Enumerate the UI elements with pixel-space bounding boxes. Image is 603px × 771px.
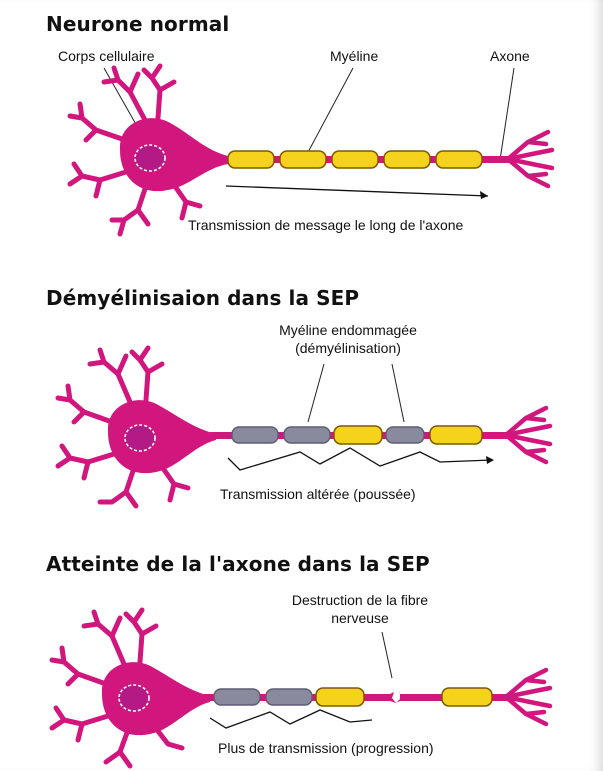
- myelin-segment: [334, 426, 382, 444]
- label-transmission-normal: Transmission de message le long de l'axo…: [188, 217, 463, 234]
- myelin-segment: [228, 151, 274, 168]
- neuron-demyelinated: [58, 348, 550, 506]
- nucleus-normal: [135, 145, 165, 171]
- label-transmission-altered: Transmission altérée (poussée): [220, 486, 416, 503]
- myelin-segment: [442, 688, 492, 706]
- myelin-segment: [430, 426, 482, 444]
- leader-axon: [500, 68, 514, 160]
- neuron-axon-damage-illustration: [0, 540, 603, 771]
- myelin-segment: [436, 151, 482, 168]
- myelin-segment: [332, 151, 378, 168]
- signal-altered: [228, 448, 494, 470]
- myelin-damaged-segment: [232, 427, 278, 443]
- label-transmission-none: Plus de transmission (progression): [218, 740, 434, 757]
- signal-arrow-normal: [226, 186, 488, 199]
- axon-terminals-axon-damage: [506, 670, 550, 724]
- leader-damaged-right: [392, 364, 404, 422]
- panel-demyelination: Démyélinisaion dans la SEP Myéline endom…: [0, 270, 603, 520]
- leader-destruction: [382, 632, 392, 678]
- myelin-segment: [280, 151, 326, 168]
- neuron-demyelinated-illustration: [0, 270, 603, 520]
- axon-break-distal: [396, 690, 402, 703]
- myelin-damaged-segment: [214, 689, 260, 705]
- signal-none: [210, 710, 372, 728]
- axon-break-proximal: [390, 692, 396, 703]
- cell-body-demyelinated: [108, 400, 216, 473]
- nucleus-axon-damage: [119, 685, 149, 711]
- nucleus-demyelinated: [125, 425, 155, 451]
- leader-damaged-left: [308, 364, 324, 422]
- myelin-segment: [384, 151, 430, 168]
- myelin-damaged-segment: [386, 427, 424, 443]
- myelin-segment: [316, 688, 364, 706]
- leader-myelin: [306, 68, 353, 156]
- axon-terminals-demyelinated: [506, 408, 550, 462]
- axon-terminals-normal: [508, 132, 552, 186]
- neuron-normal: [70, 66, 552, 234]
- myelin-damaged-segment: [266, 689, 312, 705]
- panel-axon-damage: Atteinte de la l'axone dans la SEP Destr…: [0, 540, 603, 771]
- panel-normal: Neurone normal Corps cellulaire Myéline …: [0, 0, 603, 255]
- myelin-damaged-segment: [284, 427, 330, 443]
- cell-body-axon-damage: [102, 662, 210, 735]
